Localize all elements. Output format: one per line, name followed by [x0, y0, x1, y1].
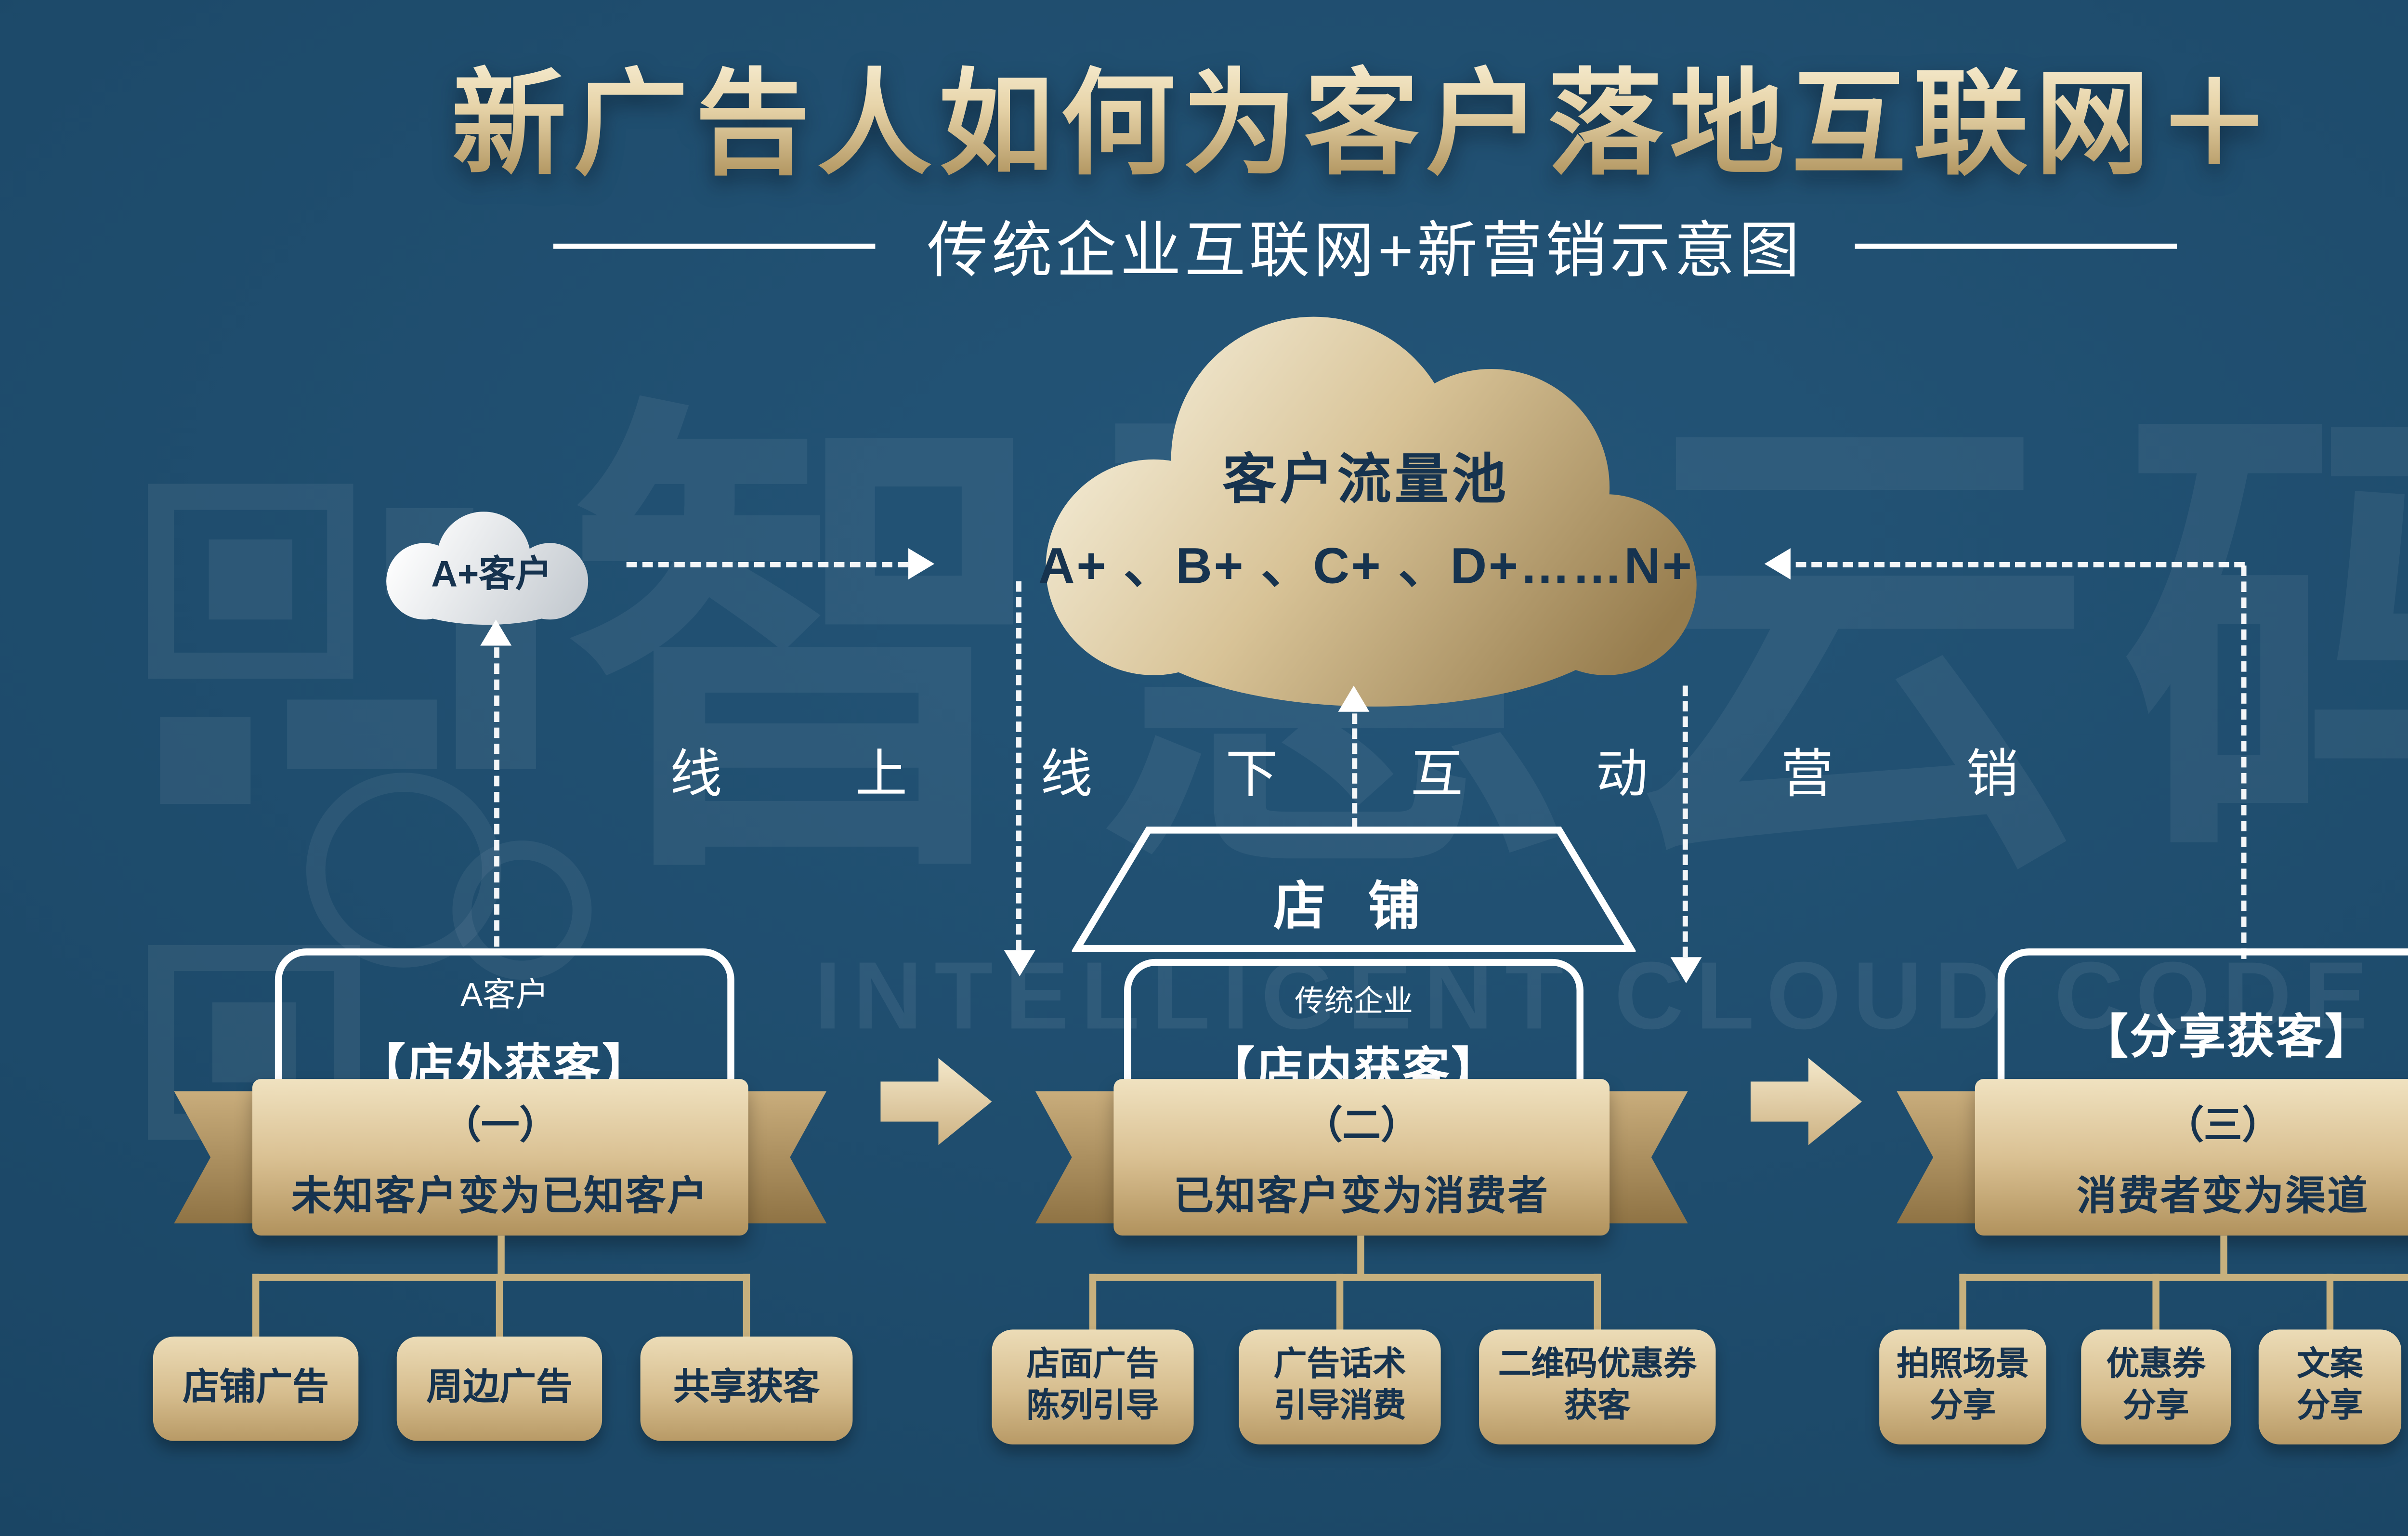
connector-line	[1959, 1273, 1966, 1333]
arrow-up-icon	[480, 619, 512, 646]
tactic-box: 周边广告	[396, 1336, 602, 1441]
page-subtitle: 传统企业互联网+新营销示意图	[927, 217, 1803, 286]
connector-line	[1089, 1273, 1601, 1281]
channel-char: 动	[1596, 747, 1649, 804]
qr-finder-pattern-icon	[148, 484, 353, 679]
qr-block	[287, 699, 437, 769]
ribbon-step-two: （二） 已知客户变为消费者	[1035, 1079, 1688, 1236]
connector-line	[1959, 1273, 2408, 1281]
subtitle-row: 传统企业互联网+新营销示意图	[0, 202, 2408, 290]
flow-arrow-icon	[880, 1058, 992, 1145]
shop-label: 店 铺	[1273, 879, 1434, 936]
online-offline-marketing-labels: 线 上 线 下 互 动 营 销	[670, 731, 2018, 808]
connector-line	[1336, 1273, 1344, 1333]
tactic-box: 广告话术 引导消费	[1239, 1329, 1441, 1444]
arrow-down-icon	[1670, 957, 1702, 984]
ribbon-step-one: （一） 未知客户变为已知客户	[174, 1079, 827, 1236]
dashed-connector	[1682, 685, 1688, 958]
ribbon-panel: （二） 已知客户变为消费者	[1113, 1079, 1610, 1236]
tactic-label: 引导消费	[1273, 1389, 1406, 1426]
tactic-label: 优惠券	[2106, 1347, 2206, 1384]
connector-line	[743, 1273, 750, 1340]
flow-arrow-icon	[1750, 1058, 1862, 1145]
cloud-watermark-icon	[306, 773, 501, 968]
ribbon-panel: （一） 未知客户变为已知客户	[252, 1079, 748, 1236]
tactic-box: 拍照场景 分享	[1879, 1329, 2047, 1444]
connector-line	[497, 1235, 505, 1278]
qr-block	[160, 717, 251, 804]
dashed-connector	[1795, 562, 2245, 567]
section-header: 【分享获客】	[2081, 1011, 2374, 1063]
section-top-label: 传统企业	[1295, 985, 1413, 1018]
tactic-label: 拍照场景	[1897, 1347, 2029, 1384]
subtitle-rule-left	[553, 243, 875, 249]
ribbon-number: （二）	[1304, 1102, 1419, 1146]
connector-line	[1357, 1235, 1364, 1278]
section-top-label: A客户	[460, 978, 549, 1015]
tactic-label: 文案	[2297, 1347, 2363, 1384]
arrow-left-icon	[1764, 548, 1791, 580]
dashed-connector	[626, 562, 909, 567]
traffic-pool-cloud: 客户流量池 A+ 、B+ 、C+ 、D+……N+	[1018, 292, 1714, 710]
ribbon-number: （三）	[2165, 1102, 2280, 1146]
tactic-box: 店铺广告	[153, 1336, 359, 1441]
tactic-label: 店面广告	[1026, 1347, 1159, 1384]
subtitle-rule-right	[1855, 243, 2177, 249]
channel-char: 线	[670, 747, 722, 804]
shop-roof: 店 铺	[1072, 825, 1636, 954]
channel-char: 上	[855, 747, 907, 804]
ribbon-number: （一）	[443, 1102, 558, 1146]
traffic-pool-title: 客户流量池	[1222, 449, 1510, 510]
tactic-label: 分享	[1929, 1389, 1996, 1426]
tactic-label: 店铺广告	[183, 1367, 329, 1408]
arrow-right-icon	[908, 548, 935, 580]
qr-finder-center	[209, 539, 293, 620]
traffic-pool-items: A+ 、B+ 、C+ 、D+……N+	[1038, 539, 1694, 595]
ribbon-step-three: （三） 消费者变为渠道	[1897, 1079, 2408, 1236]
dashed-connector	[2241, 565, 2247, 959]
channel-char: 营	[1781, 747, 1833, 804]
tactic-box: 店面广告 陈列引导	[992, 1329, 1194, 1444]
connector-line	[1594, 1273, 1601, 1333]
ribbon-text: 消费者变为渠道	[2077, 1172, 2369, 1218]
ribbon-panel: （三） 消费者变为渠道	[1975, 1079, 2408, 1236]
channel-char: 互	[1411, 747, 1463, 804]
channel-char: 销	[1966, 747, 2019, 804]
page-title: 新广告人如何为客户落地互联网＋	[0, 31, 2408, 198]
ribbon-text: 未知客户变为已知客户	[291, 1172, 709, 1218]
tactic-box: 共享获客	[640, 1336, 853, 1441]
roof-shape	[1072, 827, 1636, 952]
connector-line	[2220, 1235, 2227, 1278]
a-plus-customer-cloud: A+客户	[366, 512, 618, 626]
arrow-up-icon	[1338, 685, 1370, 712]
tactic-label: 分享	[2297, 1389, 2363, 1426]
tactic-box: 优惠券 分享	[2081, 1329, 2231, 1444]
tactic-label: 共享获客	[673, 1367, 820, 1408]
tactic-box: 文案 分享	[2258, 1329, 2402, 1444]
tactic-label: 周边广告	[426, 1367, 573, 1408]
tactic-label: 陈列引导	[1026, 1389, 1159, 1426]
tactic-label: 分享	[2122, 1389, 2189, 1426]
connector-line	[2326, 1273, 2334, 1333]
connector-line	[1089, 1273, 1097, 1333]
channel-char: 线	[1040, 747, 1093, 804]
a-plus-customer-label: A+客户	[431, 555, 552, 595]
dashed-connector	[1016, 581, 1021, 950]
connector-line	[2152, 1273, 2159, 1333]
cloud-shape	[1046, 316, 1697, 707]
channel-char: 下	[1225, 747, 1278, 804]
tactic-label: 获客	[1564, 1389, 1631, 1426]
dashed-connector	[494, 647, 499, 947]
tactic-label: 广告话术	[1273, 1347, 1406, 1384]
connector-line	[252, 1273, 260, 1340]
tactic-label: 二维码优惠券	[1498, 1347, 1697, 1384]
ribbon-text: 已知客户变为消费者	[1174, 1172, 1550, 1218]
arrow-down-icon	[1004, 950, 1035, 976]
connector-line	[496, 1273, 503, 1340]
tactic-box: 二维码优惠券 获客	[1479, 1329, 1716, 1444]
small-cloud-shape	[386, 512, 589, 625]
dashed-connector	[1352, 713, 1358, 828]
